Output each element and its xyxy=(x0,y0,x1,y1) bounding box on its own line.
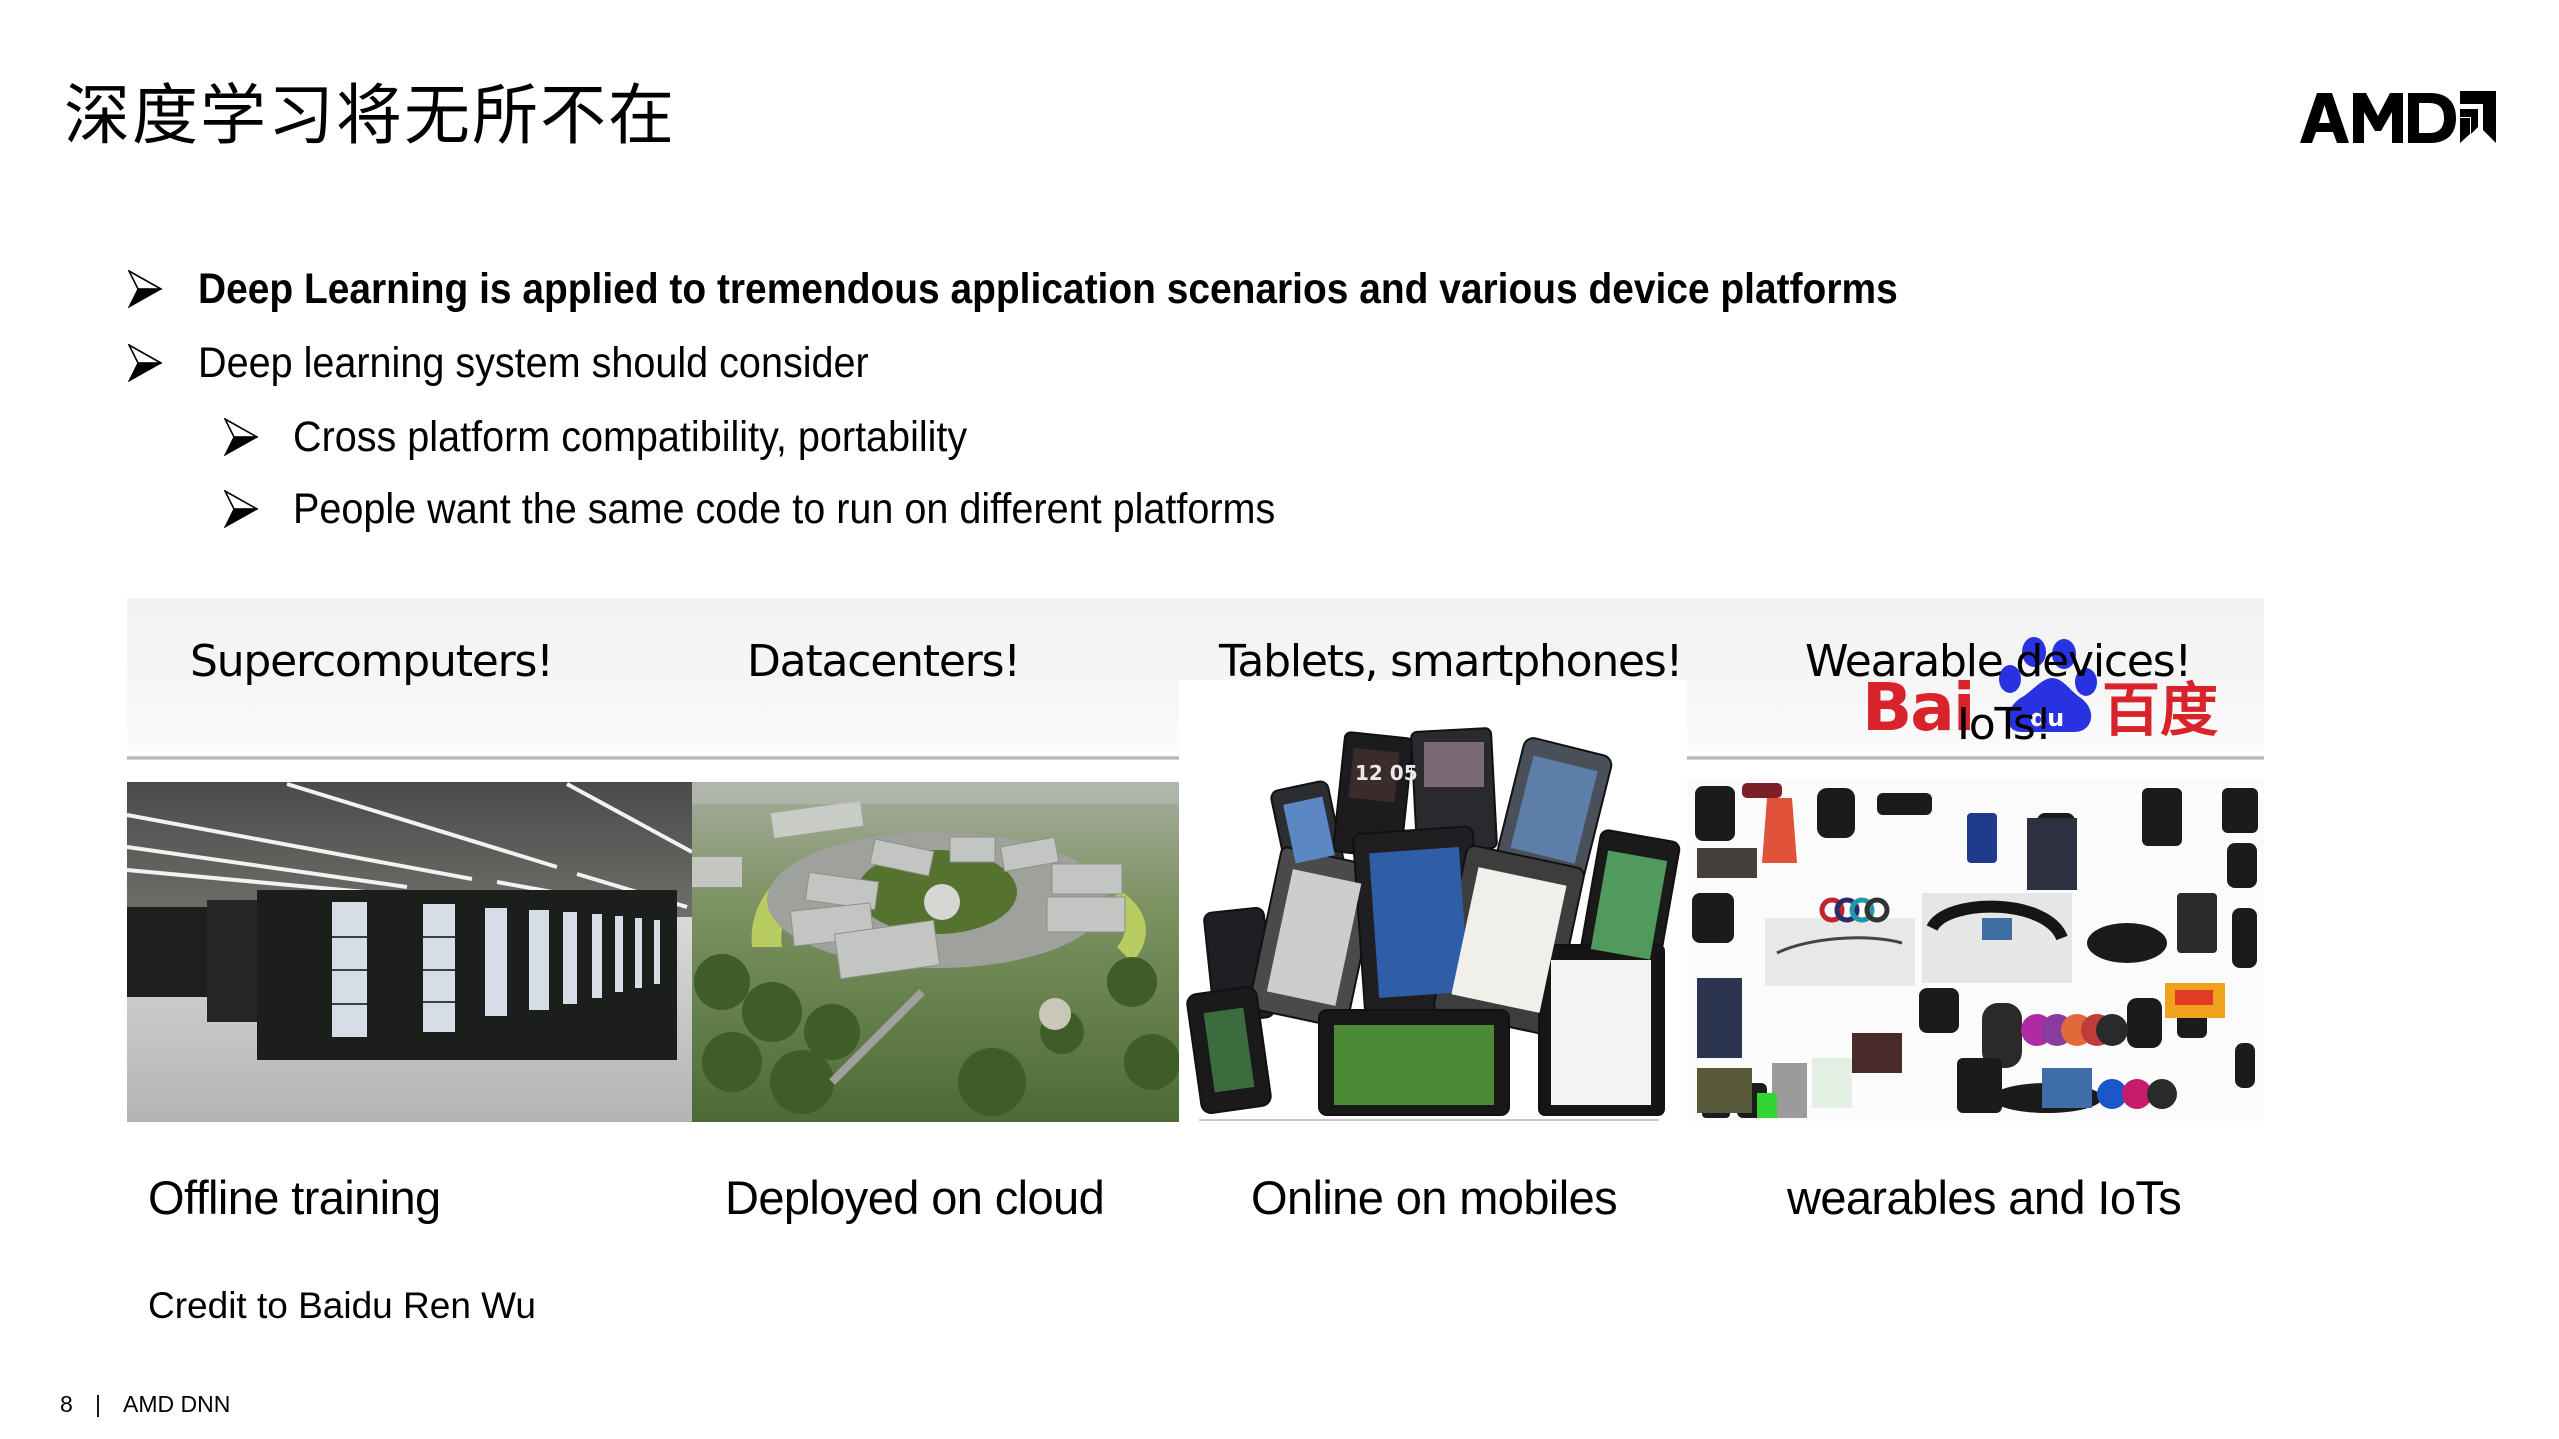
heading-wearable-devices: Wearable devices! xyxy=(1805,636,2192,687)
supercomputer-room-photo xyxy=(127,782,692,1122)
wearables-collage-photo xyxy=(1687,778,2264,1121)
svg-text:du: du xyxy=(2030,704,2064,732)
caption-offline-training: Offline training xyxy=(148,1171,441,1224)
heading-iots: IoTs! xyxy=(1957,699,2052,750)
caption-wearables-and-iots: wearables and IoTs xyxy=(1787,1171,2182,1224)
amd-logo-icon xyxy=(2300,91,2496,143)
page-number: 8 xyxy=(60,1391,73,1417)
bullet-2-text: Deep learning system should consider xyxy=(198,339,869,387)
slide-title: 深度学习将无所不在 xyxy=(64,77,676,154)
supercomputer-photo-illustration xyxy=(127,782,692,1122)
arrowhead-bullet-icon xyxy=(224,418,258,456)
wearables-photo-illustration xyxy=(1692,783,2258,1118)
datacenter-photo-illustration xyxy=(692,782,1179,1122)
datacenter-aerial-photo xyxy=(692,782,1179,1122)
caption-online-on-mobiles: Online on mobiles xyxy=(1251,1171,1618,1224)
svg-text:百度: 百度 xyxy=(2102,676,2218,736)
heading-datacenters: Datacenters! xyxy=(747,636,1021,687)
caption-deployed-on-cloud: Deployed on cloud xyxy=(725,1171,1105,1224)
bullet-4-text: People want the same code to run on diff… xyxy=(293,485,1276,533)
phones-photo-illustration: 12 05 xyxy=(1186,727,1681,1121)
heading-tablets-smartphones: Tablets, smartphones! xyxy=(1219,636,1683,687)
footer-separator: | xyxy=(95,1391,101,1417)
footer-label: AMD DNN xyxy=(123,1391,231,1417)
bullet-3-text: Cross platform compatibility, portabilit… xyxy=(293,413,968,461)
arrowhead-bullet-icon xyxy=(128,344,162,382)
svg-text:Bai: Bai xyxy=(1862,669,1973,736)
baidu-logo-icon: Bai du 百度 xyxy=(1862,637,2218,746)
credit-text: Credit to Baidu Ren Wu xyxy=(148,1285,537,1326)
svg-text:12 05: 12 05 xyxy=(1355,761,1418,785)
arrowhead-bullet-icon xyxy=(224,490,258,528)
phones-tablets-photo: 12 05 xyxy=(1179,680,1687,1125)
heading-supercomputers: Supercomputers! xyxy=(190,636,554,687)
baidu-logo: Bai du 百度 xyxy=(1862,634,2226,746)
amd-logo xyxy=(2300,90,2496,145)
arrowhead-bullet-icon xyxy=(128,270,162,308)
bullet-1-text: Deep Learning is applied to tremendous a… xyxy=(198,265,1898,313)
